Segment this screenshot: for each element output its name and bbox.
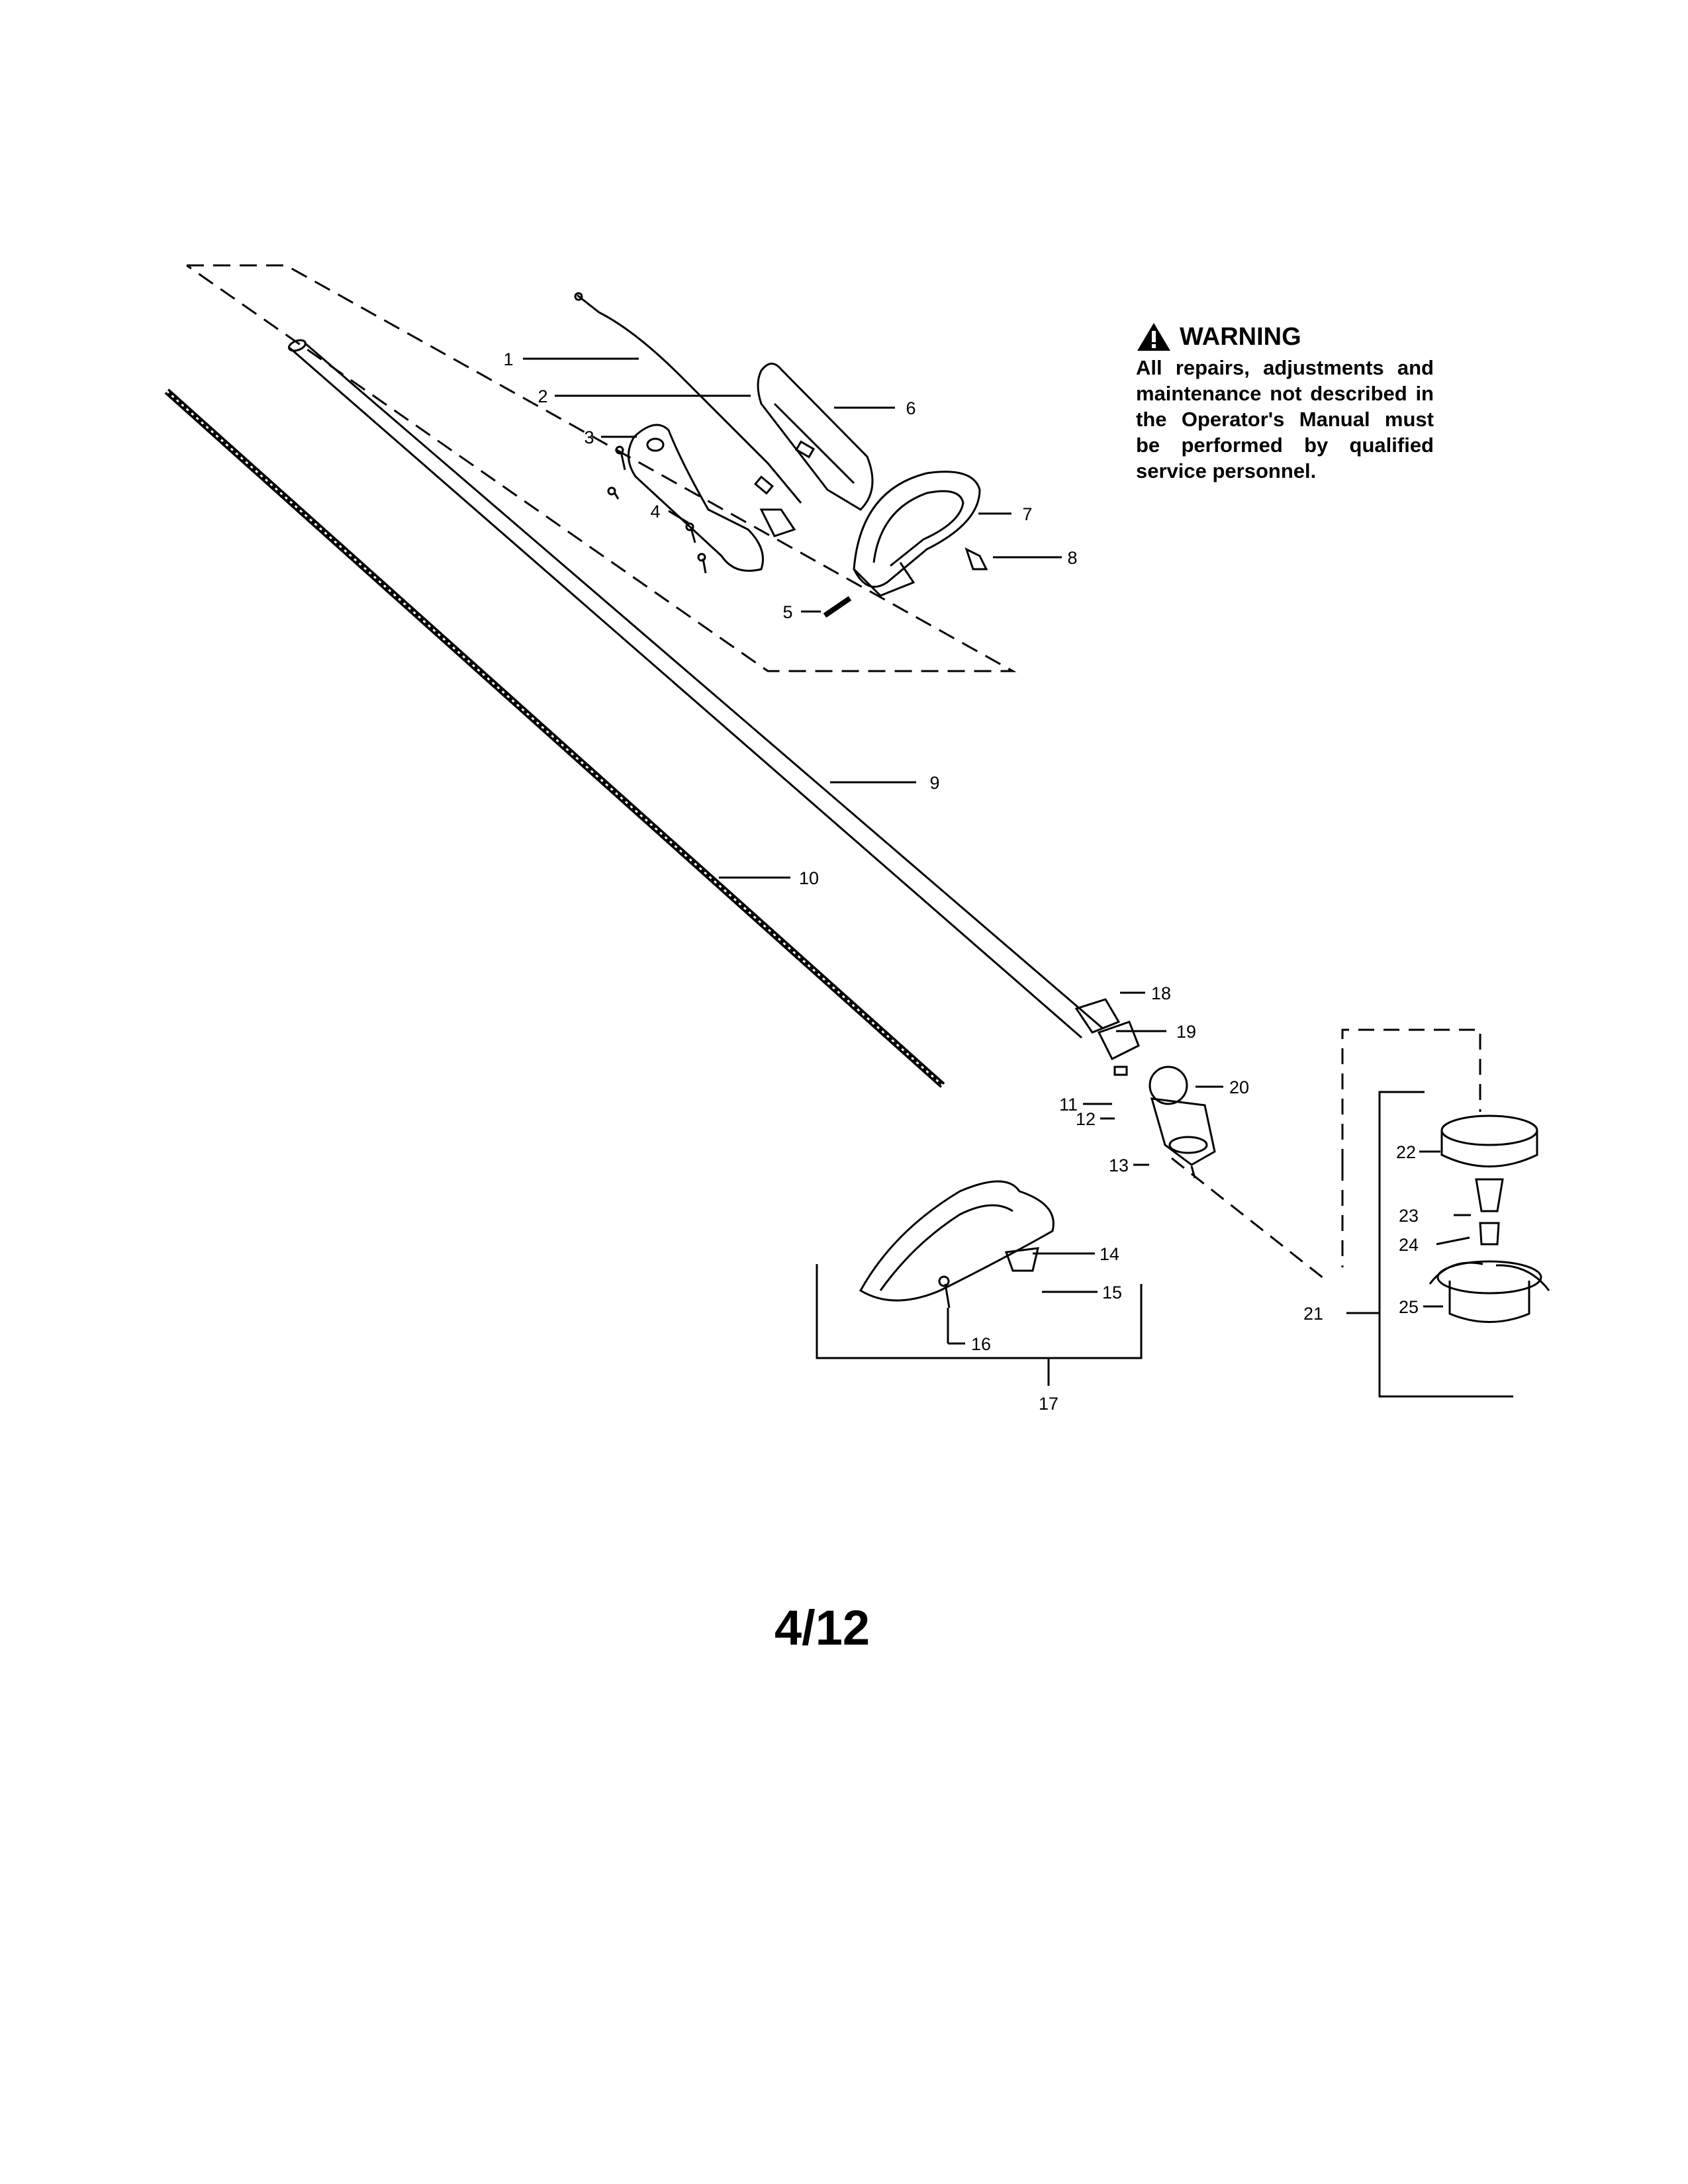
callout-17: 17 [1039,1394,1058,1414]
warning-text: All repairs, adjustments and maintenance… [1136,356,1434,482]
callout-19: 19 [1176,1022,1196,1042]
callout-22: 22 [1396,1142,1416,1162]
callout-18: 18 [1151,983,1171,1003]
callout-5: 5 [782,602,792,622]
guard-bracket [816,1264,1143,1386]
warning-heading: WARNING [1136,322,1434,352]
callout-4: 4 [650,502,660,522]
callout-20: 20 [1229,1077,1249,1097]
callout-1: 1 [503,349,513,369]
callout-13: 13 [1109,1156,1129,1175]
warning-title: WARNING [1180,323,1301,351]
leader-lines [523,357,1471,1345]
trigger-housing [628,424,796,572]
callout-6: 6 [906,398,915,418]
trimmer-head [1429,1115,1550,1323]
callout-14: 14 [1100,1244,1119,1264]
callout-15: 15 [1102,1283,1122,1302]
gear-head [1074,998,1216,1179]
callout-8: 8 [1067,548,1077,568]
callout-23: 23 [1399,1206,1419,1226]
page-number: 4/12 [774,1600,870,1655]
drive-shaft [164,388,945,1088]
callout-11: 11 [1059,1095,1078,1115]
main-tube [288,339,1103,1039]
guard [859,1180,1055,1308]
upper-handle [757,363,874,511]
callout-2: 2 [538,387,547,406]
callout-7: 7 [1022,504,1032,524]
callout-16: 16 [971,1334,991,1354]
callout-9: 9 [929,773,939,793]
callout-24: 24 [1399,1235,1419,1255]
handle-assembly-boundary [186,264,1017,672]
throttle-cable [574,292,802,504]
callout-25: 25 [1399,1297,1419,1317]
warning-notice: WARNING All repairs, adjustments and mai… [1136,322,1434,484]
callout-labels: 1 2 3 4 5 6 7 8 9 10 11 12 13 14 15 16 1… [503,349,1419,1414]
warning-triangle-icon [1137,323,1170,351]
callout-21: 21 [1303,1304,1323,1324]
screws [607,445,852,618]
callout-12: 12 [1076,1109,1096,1129]
trimmer-head-bracket [1346,1091,1513,1398]
callout-10: 10 [799,868,819,888]
callout-3: 3 [584,428,594,447]
loop-handle [853,471,988,597]
trimmer-head-boundary [1171,1028,1481,1282]
